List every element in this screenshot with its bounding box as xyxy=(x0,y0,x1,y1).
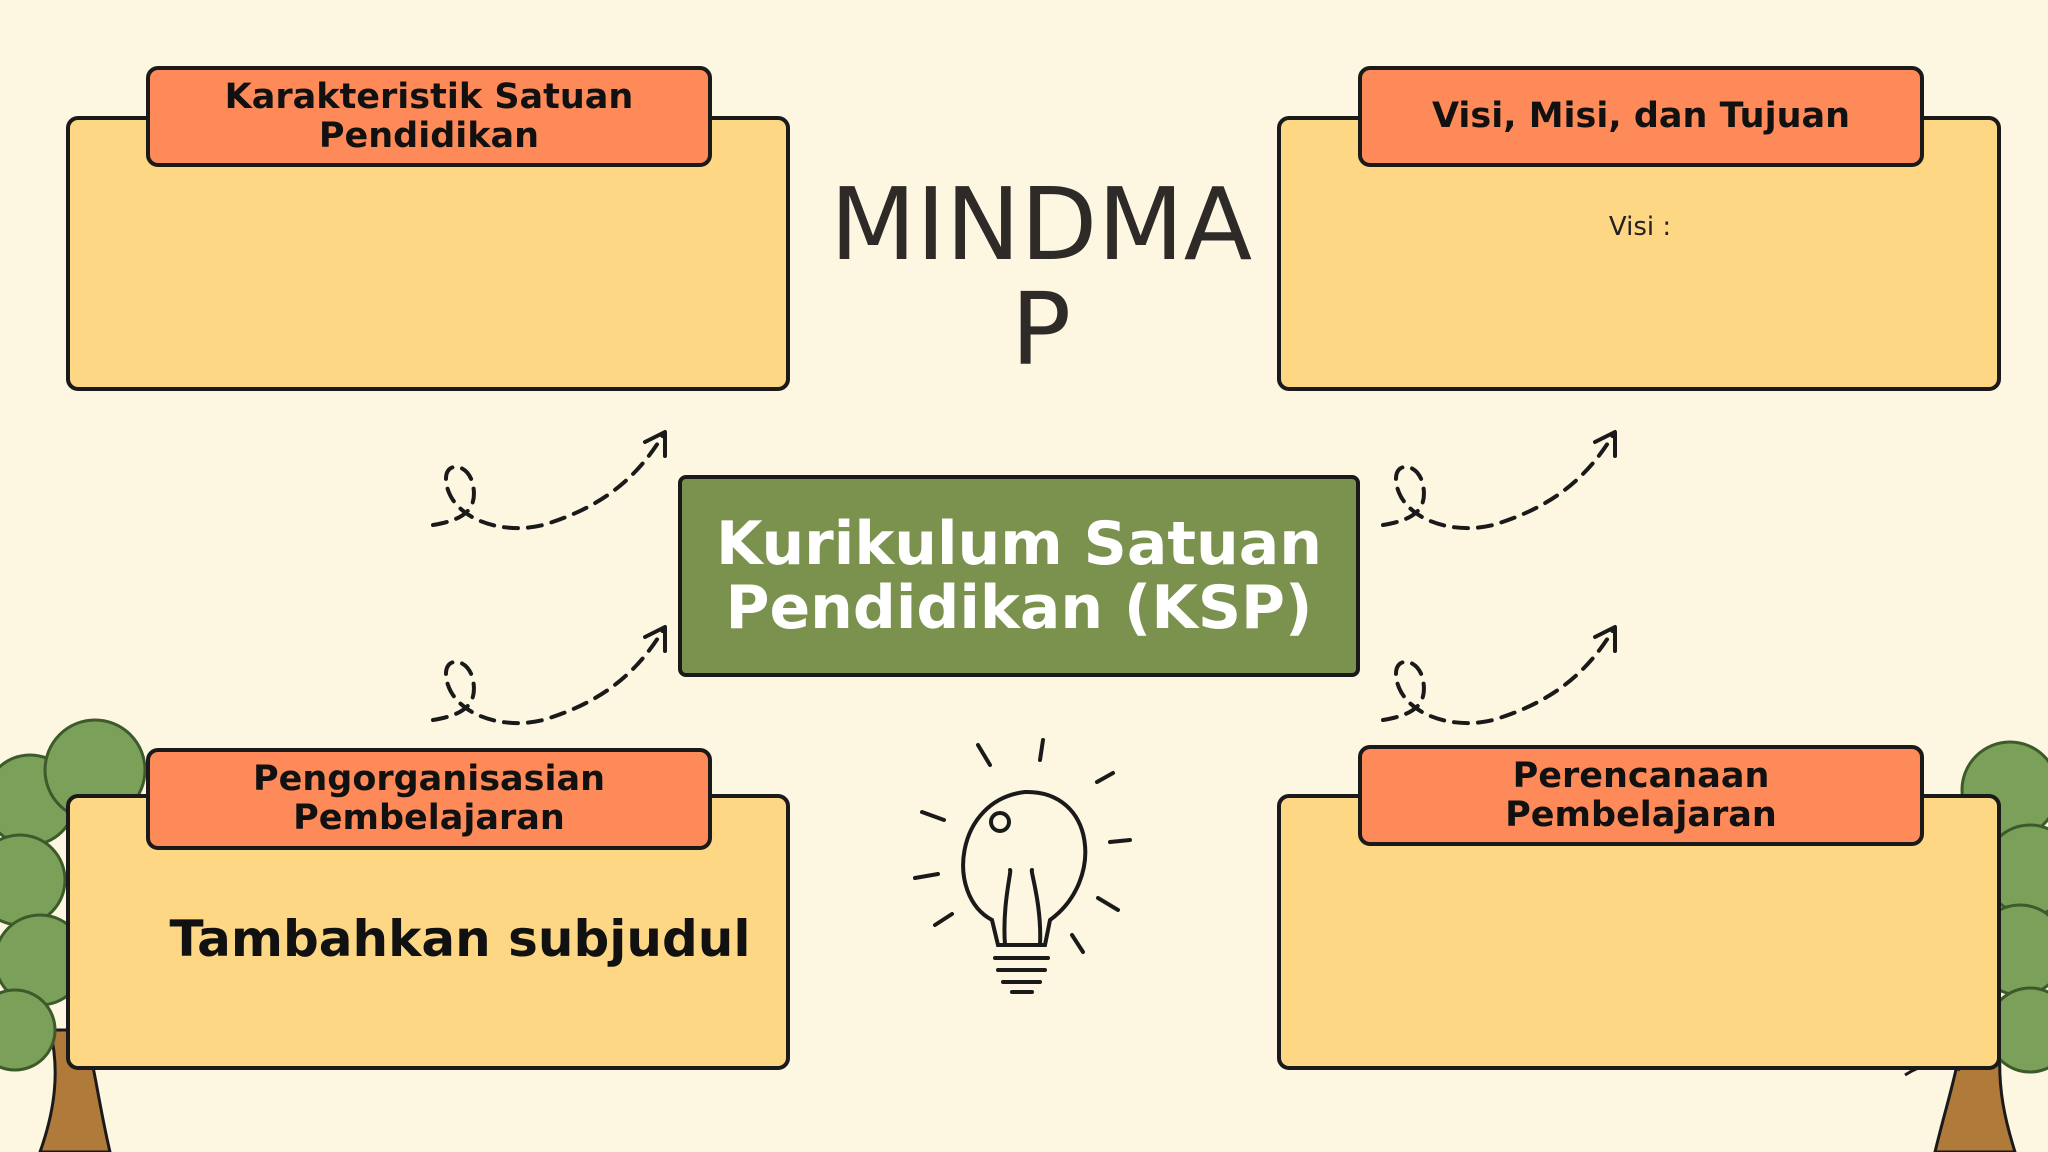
card-perencanaan-header: Perencanaan Pembelajaran xyxy=(1358,745,1924,846)
card-pengorganisasian-header: Pengorganisasian Pembelajaran xyxy=(146,748,712,850)
visi-label: Visi : xyxy=(1608,212,1672,242)
center-topic-label: Kurikulum Satuan Pendidikan (KSP) xyxy=(716,509,1322,643)
card-pengorganisasian-title: Pengorganisasian Pembelajaran xyxy=(252,759,606,838)
card-karakteristik-title: Karakteristik Satuan Pendidikan xyxy=(224,76,634,156)
card-karakteristik-header: Karakteristik Satuan Pendidikan xyxy=(146,66,712,167)
dashed-arrow-icon-top-left xyxy=(431,430,667,531)
card-perencanaan-title: Perencanaan Pembelajaran xyxy=(1505,755,1777,835)
card-visi-misi-title: Visi, Misi, dan Tujuan xyxy=(1431,96,1851,136)
lightbulb-icon xyxy=(913,738,1132,994)
subtitle-placeholder: Tambahkan subjudul xyxy=(169,910,751,968)
card-visi-misi-header: Visi, Misi, dan Tujuan xyxy=(1358,66,1924,167)
dashed-arrow-icon-top-right xyxy=(1381,430,1617,531)
slide-title: MINDMAP xyxy=(829,166,1253,388)
dashed-arrow-icon-bottom-left xyxy=(431,625,667,726)
dashed-arrow-icon-bottom-right xyxy=(1381,625,1617,726)
center-topic-box: Kurikulum Satuan Pendidikan (KSP) xyxy=(678,475,1360,677)
